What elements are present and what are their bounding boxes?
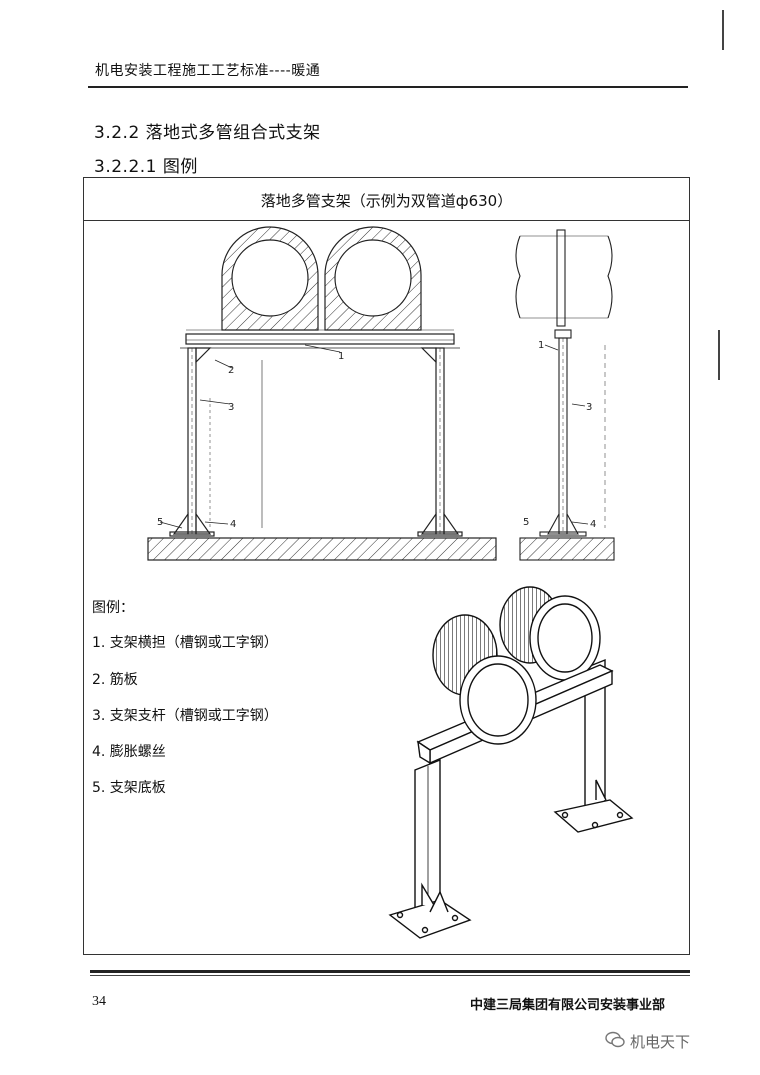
callout-3-front: 3 [228, 402, 234, 413]
legend-title: 图例： [92, 600, 134, 616]
section-subheading: 3.2.2.1 图例 [94, 157, 198, 177]
footer-rule-thick [90, 970, 690, 973]
callout-5-side: 5 [523, 517, 529, 528]
section-heading: 3.2.2 落地式多管组合式支架 [94, 123, 321, 143]
figure-caption-row [83, 177, 690, 221]
scan-edge-mark-top [722, 10, 724, 50]
header-rule [88, 86, 688, 88]
callout-1-side: 1 [538, 340, 544, 351]
callout-4-front: 4 [230, 519, 236, 530]
callout-5-front: 5 [157, 517, 163, 528]
callout-3-side: 3 [586, 402, 592, 413]
watermark-text: 机电天下 [630, 1033, 691, 1051]
legend-item-expansion-bolt: 4. 膨胀螺丝 [92, 744, 166, 760]
callout-1-front: 1 [338, 351, 344, 362]
legend-item-crossbeam: 1. 支架横担（槽钢或工字钢） [92, 635, 278, 651]
wechat-icon [605, 1031, 625, 1048]
scan-edge-mark-right [718, 330, 720, 380]
legend-item-gusset: 2. 筋板 [92, 672, 138, 688]
page-number: 34 [92, 994, 106, 1009]
document-header-title: 机电安装工程施工工艺标准----暖通 [95, 63, 321, 79]
footer-rule-thin [90, 975, 690, 976]
footer-organization: 中建三局集团有限公司安装事业部 [470, 998, 666, 1013]
legend-item-base-plate: 5. 支架底板 [92, 780, 166, 796]
figure-frame [83, 177, 690, 955]
callout-2-front: 2 [228, 365, 234, 376]
legend-item-support-post: 3. 支架支杆（槽钢或工字钢） [92, 708, 278, 724]
callout-4-side: 4 [590, 519, 596, 530]
figure-caption: 落地多管支架（示例为双管道ф630） [260, 192, 513, 210]
